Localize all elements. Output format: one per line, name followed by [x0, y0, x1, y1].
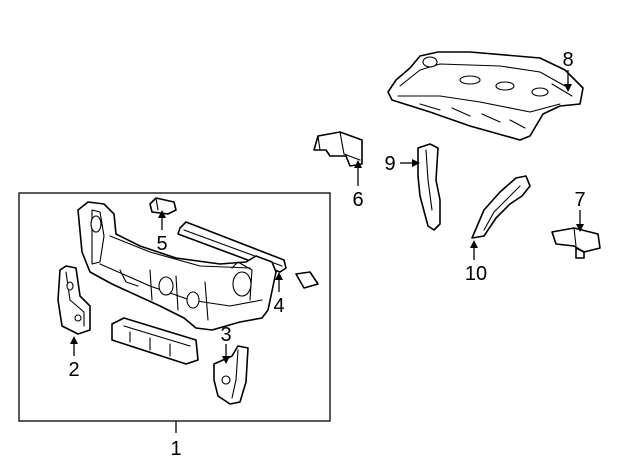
part-5-clip	[149, 197, 177, 215]
part-9-side-panel	[417, 143, 441, 231]
part-6-bracket	[313, 131, 363, 167]
callout-4-arrow	[275, 272, 283, 280]
callout-6-label: 6	[352, 189, 363, 211]
callout-1-label: 1	[170, 438, 181, 460]
part-2-side-bracket	[57, 265, 91, 335]
callout-10-label: 10	[465, 263, 487, 285]
callout-5-arrow	[158, 210, 166, 218]
callout-8-arrow	[564, 84, 572, 92]
callout-7-arrow	[576, 224, 584, 232]
callout-3-arrow	[222, 356, 230, 364]
assembly-group-box	[18, 192, 331, 422]
callout-2-arrow	[70, 336, 78, 344]
callout-5-label: 5	[156, 233, 167, 255]
callout-3-label: 3	[220, 324, 231, 346]
callout-9-label: 9	[384, 153, 395, 175]
callout-8-label: 8	[562, 49, 573, 71]
part-7-connector	[551, 227, 601, 259]
callout-4-label: 4	[273, 295, 284, 317]
callout-7-label: 7	[574, 189, 585, 211]
part-1-lower-crossmember	[111, 317, 199, 365]
part-3-lower-bracket	[213, 345, 249, 405]
part-1-rear-panel	[77, 201, 277, 331]
part-8-rear-shelf	[387, 51, 584, 141]
callout-9-arrow	[412, 159, 420, 167]
callout-10-arrow	[470, 240, 478, 248]
callout-6-arrow	[354, 160, 362, 168]
part-10-extension	[471, 175, 531, 239]
part-4-clip	[295, 271, 319, 289]
callout-2-label: 2	[68, 359, 79, 381]
